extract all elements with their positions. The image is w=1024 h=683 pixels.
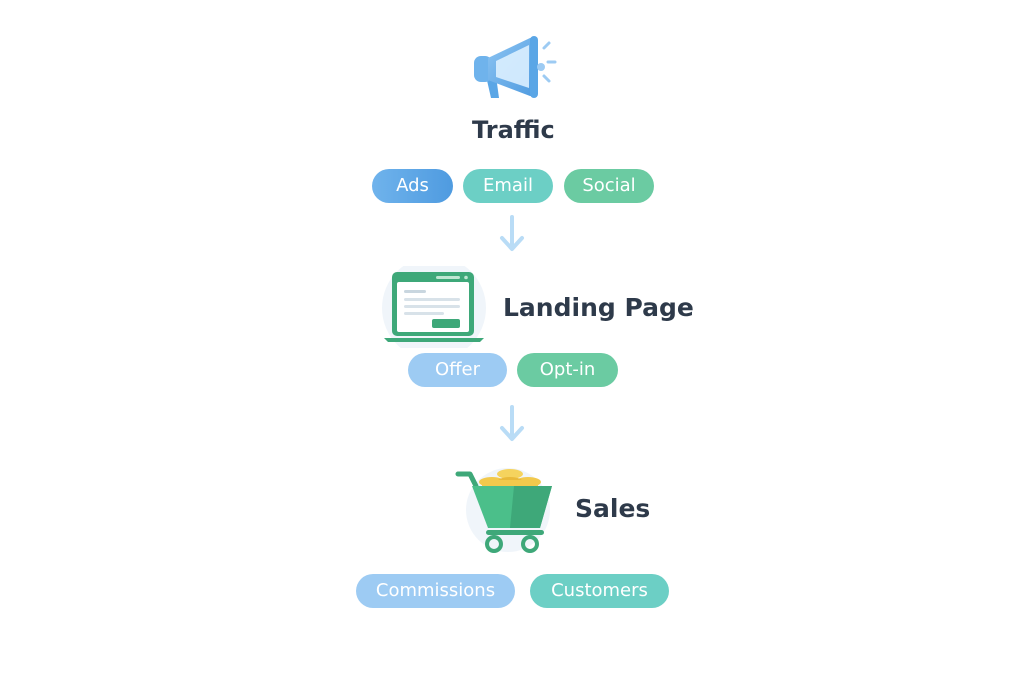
tag-social: Social — [564, 169, 654, 203]
shopping-cart-coins-icon — [455, 468, 552, 553]
tag-commissions: Commissions — [356, 574, 515, 608]
megaphone-icon — [474, 36, 557, 98]
arrow-down-icon — [500, 215, 524, 251]
landing-page-laptop-icon — [382, 266, 486, 348]
stage-title-landing-page: Landing Page — [503, 293, 694, 322]
tag-email: Email — [463, 169, 553, 203]
stage-title-traffic: Traffic — [472, 116, 555, 144]
tag-opt-in: Opt-in — [517, 353, 618, 387]
tag-customers: Customers — [530, 574, 669, 608]
arrow-down-icon — [500, 405, 524, 441]
stage-title-sales: Sales — [575, 494, 651, 523]
tag-ads: Ads — [372, 169, 453, 203]
tag-offer: Offer — [408, 353, 507, 387]
